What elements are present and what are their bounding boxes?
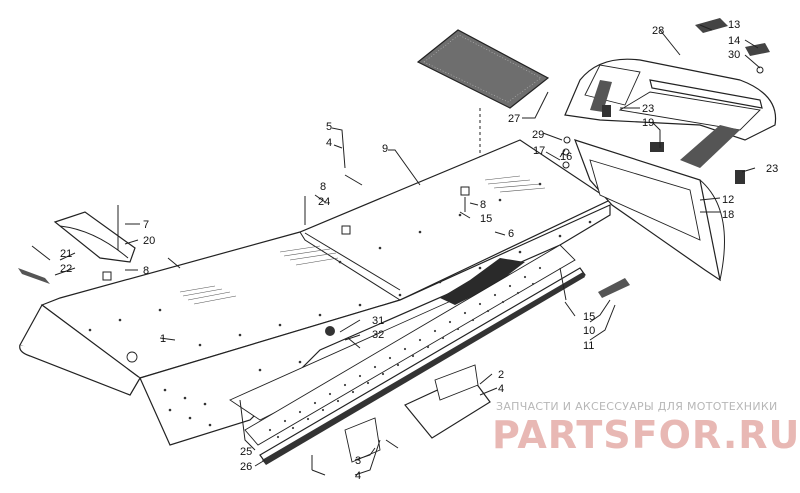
callout-31: 31 bbox=[372, 315, 384, 327]
callout-17: 17 bbox=[533, 145, 545, 157]
callout-6: 6 bbox=[508, 228, 514, 240]
watermark-tagline: ЗАПЧАСТИ И АКСЕССУАРЫ ДЛЯ МОТОТЕХНИКИ bbox=[496, 400, 778, 413]
callout-21: 21 bbox=[60, 248, 72, 260]
callout-22: 22 bbox=[60, 263, 72, 275]
callout-10: 10 bbox=[583, 325, 595, 337]
callout-28: 28 bbox=[652, 25, 664, 37]
callout-9: 9 bbox=[382, 143, 388, 155]
callout-8: 8 bbox=[320, 181, 326, 193]
side-rail bbox=[244, 244, 586, 465]
callout-19: 19 bbox=[642, 117, 654, 129]
callout-23-rear: 23 bbox=[766, 163, 778, 175]
callout-15-b: 15 bbox=[583, 311, 595, 323]
callout-11: 11 bbox=[583, 340, 594, 352]
callout-2: 2 bbox=[498, 369, 504, 381]
callout-29: 29 bbox=[532, 129, 544, 141]
callout-14: 14 bbox=[728, 35, 740, 47]
reflector-plate bbox=[18, 268, 630, 463]
callout-1: 1 bbox=[160, 333, 166, 345]
callout-7: 7 bbox=[143, 219, 149, 231]
rear-flap bbox=[574, 139, 725, 282]
callout-30: 30 bbox=[728, 49, 740, 61]
callout-3: 3 bbox=[355, 455, 361, 467]
callout-4: 4 bbox=[326, 137, 332, 149]
leader-lines bbox=[54, 24, 761, 476]
callout-8-b: 8 bbox=[480, 199, 486, 211]
callout-labels: 28 13 14 30 27 23 19 29 16 17 23 12 18 5… bbox=[60, 19, 778, 482]
callout-4-c: 4 bbox=[355, 470, 361, 482]
callout-23: 23 bbox=[642, 103, 654, 115]
callout-16: 16 bbox=[560, 151, 572, 163]
rear-decal-plate bbox=[602, 18, 770, 184]
callout-32: 32 bbox=[372, 329, 384, 341]
watermark: ЗАПЧАСТИ И АКСЕССУАРЫ ДЛЯ МОТОТЕХНИКИ PA… bbox=[492, 400, 800, 457]
callout-20: 20 bbox=[143, 235, 155, 247]
rear-bumper bbox=[564, 58, 777, 168]
callout-25: 25 bbox=[240, 446, 252, 458]
tunnel-body bbox=[19, 139, 612, 446]
fasteners bbox=[31, 66, 764, 470]
front-deflector bbox=[53, 211, 136, 263]
grip-pad bbox=[416, 29, 550, 109]
callout-26: 26 bbox=[240, 461, 252, 473]
callout-13: 13 bbox=[728, 19, 740, 31]
callout-5: 5 bbox=[326, 121, 332, 133]
callout-18: 18 bbox=[722, 209, 734, 221]
watermark-brand: PARTSFOR.RU bbox=[492, 413, 800, 457]
callout-12: 12 bbox=[722, 194, 734, 206]
callout-24: 24 bbox=[318, 196, 330, 208]
callout-15: 15 bbox=[480, 213, 492, 225]
callout-8-c: 8 bbox=[143, 265, 149, 277]
callout-27: 27 bbox=[508, 113, 520, 125]
callout-4-b: 4 bbox=[498, 383, 504, 395]
